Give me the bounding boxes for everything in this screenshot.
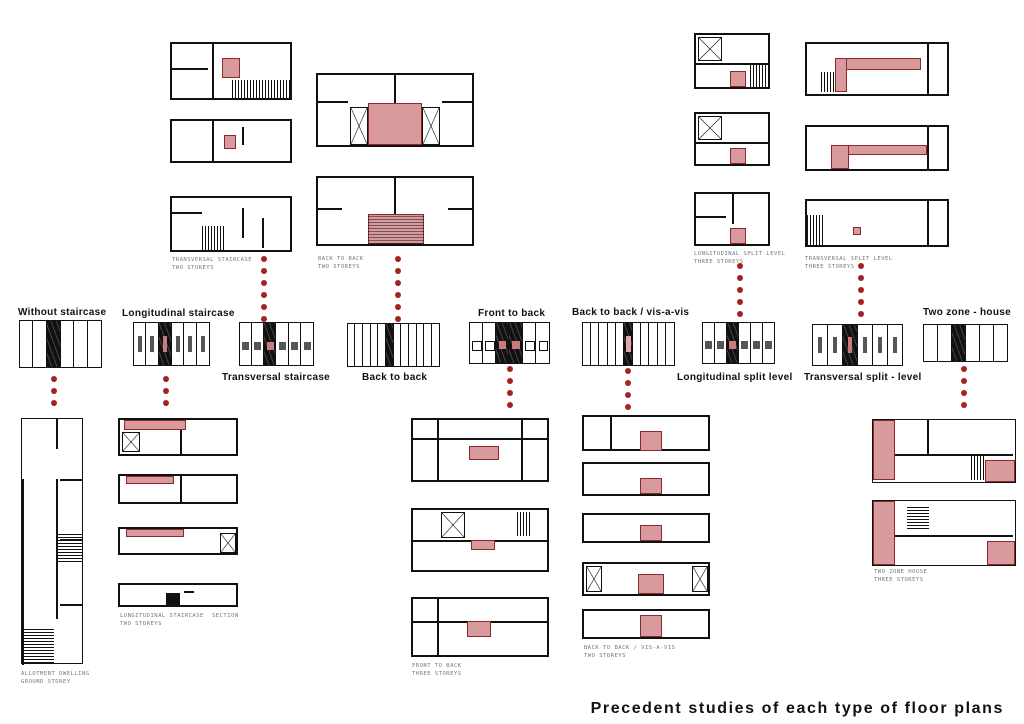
strip-transversal-split-level: [811, 324, 903, 366]
label-back-to-back: Back to back: [362, 372, 428, 383]
label-back-to-back-vis-a-vis: Back to back / vis-a-vis: [572, 307, 690, 318]
note-back-to-back: BACK TO BACK TWO STOREYS: [318, 256, 364, 270]
label-transversal-split-level: Transversal split - level: [804, 372, 922, 383]
strip-longitudinal-staircase: [132, 322, 211, 366]
label-longitudinal-staircase: Longitudinal staircase: [122, 308, 235, 319]
label-two-zone-house: Two zone - house: [923, 307, 1011, 318]
strip-back-to-back: [346, 323, 441, 367]
strip-without-staircase: [18, 320, 103, 368]
strip-back-to-back-vis-a-vis: [581, 322, 675, 366]
strip-two-zone-house: [922, 324, 1008, 362]
page-title: Precedent studies of each type of floor …: [590, 700, 1004, 717]
note-two-zone-house: TWO ZONE HOUSE THREE STOREYS: [874, 569, 928, 583]
strip-transversal-staircase: [238, 322, 314, 366]
note-transversal-split-level: TRANSVERSAL SPLIT LEVEL THREE STOREYS: [805, 256, 893, 270]
note-longitudinal-split-level: LONGITUDINAL SPLIT LEVEL THREE STOREYS: [694, 251, 786, 265]
label-transversal-staircase: Transversal staircase: [222, 372, 331, 383]
label-without-staircase: Without staircase: [18, 307, 107, 318]
note-without-staircase: ALLOTMENT DWELLING GROUND STOREY: [21, 671, 90, 685]
label-longitudinal-split-level: Longitudinal split level: [677, 372, 793, 383]
strip-longitudinal-split-level: [701, 322, 775, 364]
note-front-to-back: FRONT TO BACK THREE STOREYS: [412, 663, 462, 677]
note-longitudinal-section: SECTION: [212, 613, 239, 619]
strip-front-to-back: [468, 322, 550, 364]
label-front-to-back: Front to back: [478, 308, 546, 319]
note-back-to-back-vis-a-vis: BACK TO BACK / VIS-A-VIS TWO STOREYS: [584, 645, 676, 659]
note-transversal-staircase: TRANSVERSAL STAIRCASE TWO STOREYS: [172, 257, 253, 271]
note-longitudinal-staircase: LONGITUDINAL STAIRCASE TWO STOREYS: [120, 613, 204, 627]
